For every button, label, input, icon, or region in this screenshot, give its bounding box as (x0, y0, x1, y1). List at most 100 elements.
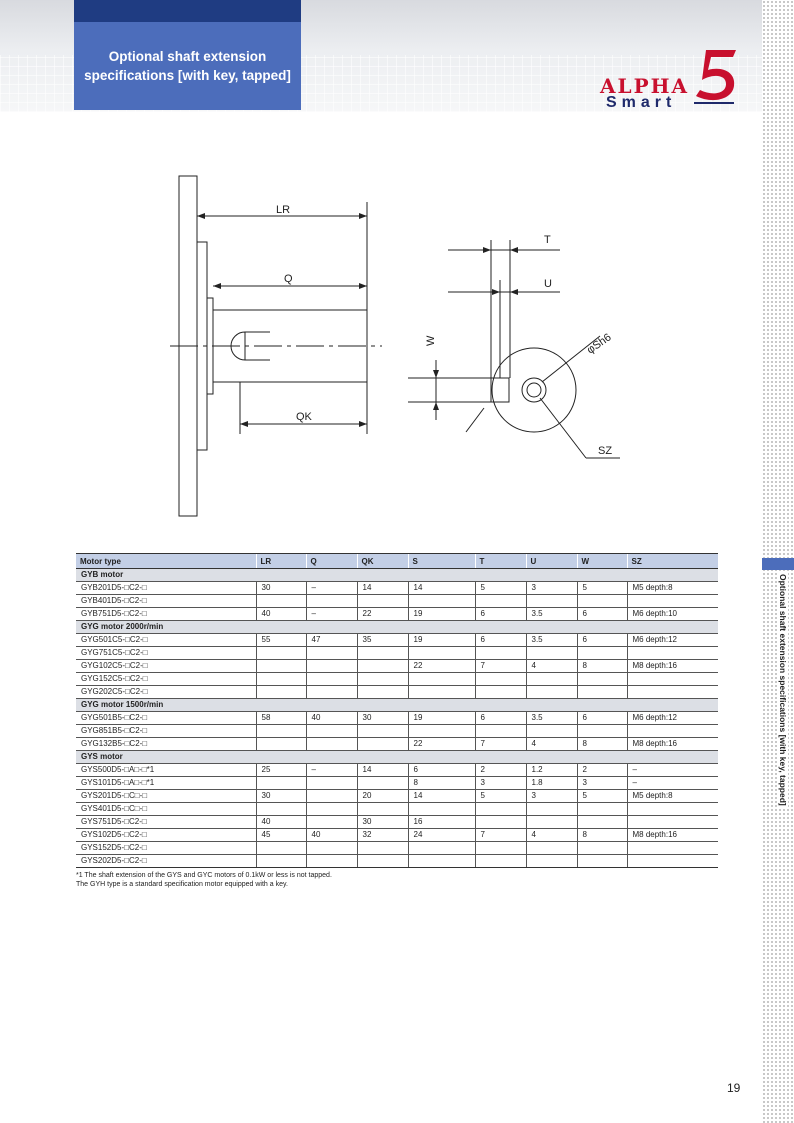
spec-cell (305, 841, 357, 855)
spec-cell (356, 724, 408, 738)
spec-cell: 40 (255, 815, 306, 829)
motor-model-cell: GYG851B5-□C2-□ (76, 724, 256, 738)
spec-cell (255, 646, 306, 660)
spec-cell (255, 685, 306, 699)
motor-model-cell: GYS101D5-□A□-□*1 (76, 776, 256, 790)
motor-model-cell: GYG501B5-□C2-□ (76, 711, 256, 725)
header-sz: SZ (626, 553, 718, 569)
spec-cell (474, 672, 526, 686)
spec-cell (255, 841, 306, 855)
spec-cell (576, 841, 627, 855)
motor-model-cell: GYB401D5-□C2-□ (76, 594, 256, 608)
group-label: GYG motor 2000r/min (76, 620, 718, 634)
spec-cell (525, 841, 577, 855)
motor-model-cell: GYG102C5-□C2-□ (76, 659, 256, 673)
spec-cell (305, 685, 357, 699)
spec-cell (356, 659, 408, 673)
spec-cell (474, 854, 526, 868)
spec-cell: M5 depth:8 (626, 789, 718, 803)
motor-model-cell: GYB201D5-□C2-□ (76, 581, 256, 595)
spec-cell (407, 685, 475, 699)
table-group-row: GYS motor (76, 750, 718, 764)
shaft-drawing: LR Q QK T U W φSh6 SZ (150, 170, 650, 530)
spec-cell: 45 (255, 828, 306, 842)
spec-cell (525, 854, 577, 868)
spec-cell: 8 (576, 659, 627, 673)
spec-cell (626, 672, 718, 686)
spec-cell: 55 (255, 633, 306, 647)
spec-cell (626, 685, 718, 699)
spec-cell: 6 (474, 607, 526, 621)
spec-cell (255, 776, 306, 790)
table-row: GYS202D5-□C2-□ (76, 854, 718, 868)
spec-cell: 7 (474, 659, 526, 673)
motor-model-cell: GYS751D5-□C2-□ (76, 815, 256, 829)
spec-cell: 4 (525, 737, 577, 751)
spec-cell: 8 (576, 828, 627, 842)
logo-word: ALPHA (600, 74, 690, 98)
spec-cell: – (626, 776, 718, 790)
spec-cell: 58 (255, 711, 306, 725)
spec-cell (356, 594, 408, 608)
footnote-1: *1 The shaft extension of the GYS and GY… (76, 872, 332, 879)
spec-cell: 1.2 (525, 763, 577, 777)
footnote-2: The GYH type is a standard specification… (76, 881, 288, 888)
spec-cell (356, 646, 408, 660)
table-row: GYG751C5-□C2-□ (76, 646, 718, 660)
spec-cell (255, 724, 306, 738)
spec-cell (576, 815, 627, 829)
spec-cell: 4 (525, 828, 577, 842)
dim-label-sz: SZ (598, 445, 612, 457)
spec-cell (576, 724, 627, 738)
spec-cell: 6 (474, 711, 526, 725)
spec-cell: 8 (576, 737, 627, 751)
group-label: GYS motor (76, 750, 718, 764)
shaft-drawing-svg: LR Q QK T U W φSh6 SZ (170, 175, 620, 517)
spec-cell: 3.5 (525, 711, 577, 725)
spec-cell: 22 (407, 659, 475, 673)
spec-cell: 7 (474, 828, 526, 842)
spec-cell: 6 (576, 607, 627, 621)
table-row: GYG152C5-□C2-□ (76, 672, 718, 686)
spec-cell (356, 776, 408, 790)
spec-cell (255, 737, 306, 751)
spec-cell: 8 (407, 776, 475, 790)
spec-cell: – (305, 763, 357, 777)
spec-cell: 3.5 (525, 607, 577, 621)
spec-cell: 24 (407, 828, 475, 842)
header-s: S (407, 553, 475, 569)
spec-cell (305, 724, 357, 738)
spec-cell: M8 depth:16 (626, 659, 718, 673)
spec-cell: 30 (356, 815, 408, 829)
spec-cell (356, 841, 408, 855)
spec-cell (305, 854, 357, 868)
motor-model-cell: GYG751C5-□C2-□ (76, 646, 256, 660)
spec-cell (525, 646, 577, 660)
spec-cell: 22 (407, 737, 475, 751)
table-group-row: GYB motor (76, 568, 718, 582)
logo-underline (694, 102, 734, 104)
spec-cell: 25 (255, 763, 306, 777)
motor-model-cell: GYG202C5-□C2-□ (76, 685, 256, 699)
spec-cell: 6 (576, 711, 627, 725)
spec-cell: 2 (576, 763, 627, 777)
spec-cell: 5 (576, 789, 627, 803)
spec-cell (305, 659, 357, 673)
spec-cell (407, 724, 475, 738)
spec-cell: 5 (474, 789, 526, 803)
spec-cell: 30 (255, 789, 306, 803)
table-row: GYS152D5-□C2-□ (76, 841, 718, 855)
spec-cell (626, 646, 718, 660)
spec-cell: M6 depth:10 (626, 607, 718, 621)
group-label: GYB motor (76, 568, 718, 582)
table-row: GYG202C5-□C2-□ (76, 685, 718, 699)
spec-cell: 3 (474, 776, 526, 790)
table-header-row: Motor type LR Q QK S T U W SZ (76, 553, 718, 569)
header-q: Q (305, 553, 357, 569)
spec-cell (407, 672, 475, 686)
